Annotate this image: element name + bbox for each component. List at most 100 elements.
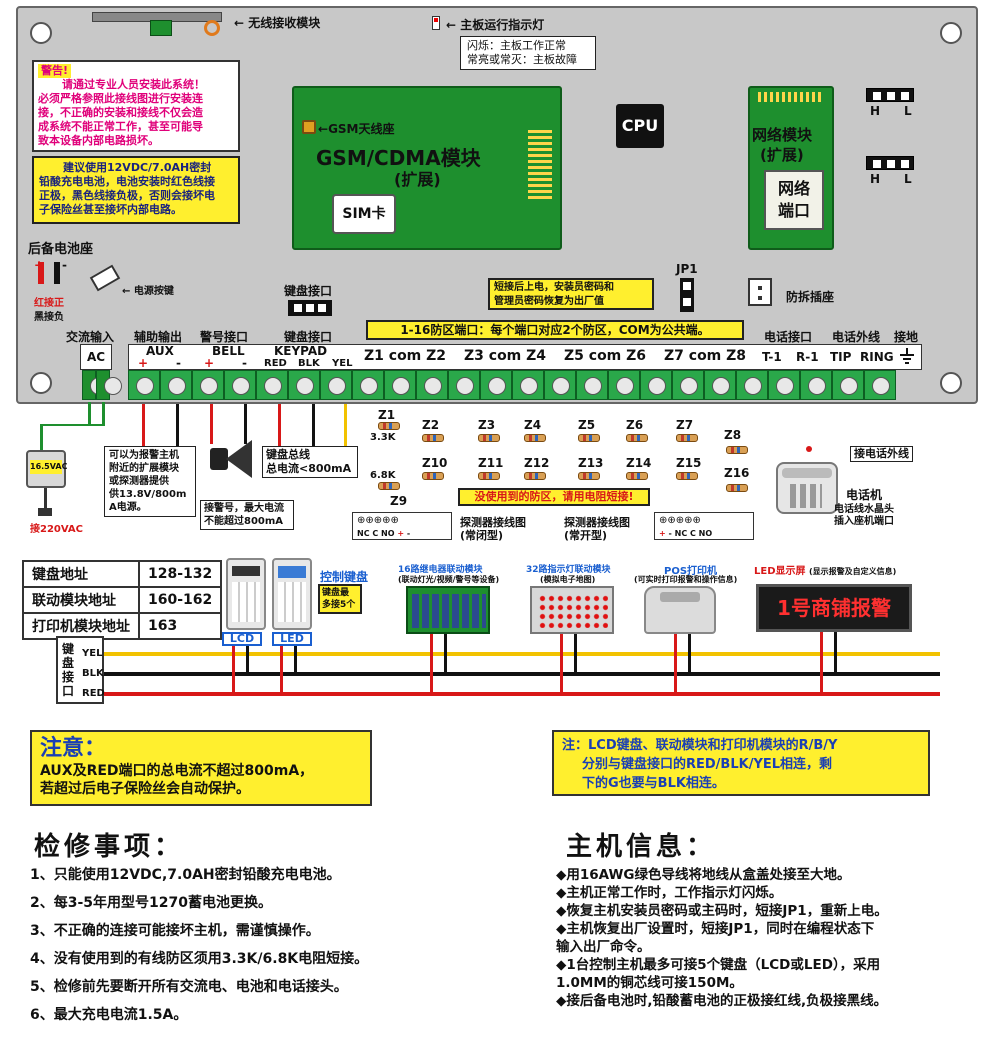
- gsm-antenna-label: ←GSM天线座: [318, 122, 395, 136]
- jumper-h-label: H: [870, 104, 881, 118]
- resistor-icon: [676, 472, 698, 480]
- zone-desc: 1-16防区端口：每个端口对应2个防区，COM为公共端。: [366, 320, 744, 340]
- zone-label: Z1: [378, 408, 396, 422]
- list-item: ◆1台控制主机最多可接5个键盘（LCD或LED），采用: [556, 957, 881, 973]
- tip-label: TIP: [830, 350, 852, 364]
- control-keypad-label: 控制键盘: [320, 570, 369, 584]
- phone-terminal: [768, 370, 800, 400]
- bus-drop: [560, 634, 563, 694]
- bell-wire: [244, 404, 247, 444]
- indicator-module-label: 32路指示灯联动模块: [526, 565, 611, 575]
- mount-hole: [30, 22, 52, 44]
- bus-drop: [294, 646, 297, 674]
- mount-hole: [940, 22, 962, 44]
- jp1-desc-line: 短接后上电，安装员密码和: [494, 282, 614, 293]
- bus-note-line: 键盘总线: [266, 448, 310, 461]
- phone-terminal: [800, 370, 832, 400]
- keypad-yel-wire: [344, 404, 347, 448]
- bus-red-wire: [104, 692, 940, 696]
- zone-resistor-area: Z1 3.3K 6.8K Z9 Z2 Z10 Z3 Z11 Z4 Z12 Z5 …: [364, 404, 754, 508]
- sim-slot: SIM卡: [332, 194, 396, 234]
- bus-yel-label: YEL: [82, 648, 103, 659]
- bell-terminal-label: BELL: [212, 344, 245, 358]
- warning-line: 成系统不能正常工作，甚至可能导: [38, 120, 203, 133]
- zone-terminal: [384, 370, 416, 400]
- list-item: 2、每3-5年用型号1270蓄电池更换。: [30, 895, 272, 911]
- keypad-port-label: 键盘接口: [284, 284, 333, 298]
- terminal-label-band: [128, 344, 922, 370]
- zone-terminal: [608, 370, 640, 400]
- list-item: 3、不正确的连接可能接坏主机，需谨慎操作。: [30, 923, 320, 939]
- bus-drop: [574, 634, 577, 674]
- ac-wire: [102, 402, 105, 426]
- zone-terminal: [672, 370, 704, 400]
- list-item: ◆用16AWG绿色导线将地线从盒盖处接至大地。: [556, 867, 851, 883]
- zone-label: Z4: [524, 418, 542, 432]
- ground-label: 接地: [894, 330, 919, 344]
- zone-group-label: Z7 com Z8: [664, 348, 747, 364]
- list-item: ◆恢复主机安装员密码或主码时，短接JP1，重新上电。: [556, 903, 888, 919]
- aux-wire: [176, 404, 179, 448]
- keypad-red-terminal: [256, 370, 288, 400]
- detector-nc-pins: NC C NO + -: [357, 529, 411, 538]
- list-item: ◆接后备电池时,铅酸蓄电池的正极接红线,负极接黑线。: [556, 993, 888, 1009]
- siren-icon: [210, 440, 254, 478]
- list-item: 1、只能使用12VDC,7.0AH密封铅酸充电电池。: [30, 867, 341, 883]
- bus-blk-label: BLK: [82, 668, 104, 679]
- warning-title: 警告!: [38, 64, 72, 78]
- keypad-max-line: 多接5个: [322, 600, 356, 610]
- detector-no-block: ⊕⊕⊕⊕⊕ + - NC C NO: [654, 512, 754, 540]
- resistor-icon: [726, 484, 748, 492]
- bus-drop: [280, 646, 283, 694]
- mount-hole: [30, 372, 52, 394]
- bell-plus-terminal: [192, 370, 224, 400]
- list-item: 输入出厂命令。: [556, 939, 651, 955]
- phone-terminal: [832, 370, 864, 400]
- bus-drop: [246, 646, 249, 674]
- led-screen-display: 1号商铺报警: [756, 584, 912, 632]
- battery-advice-line: 子保险丝甚至接坏内部电路。: [39, 203, 182, 216]
- detector-nc-label: 探测器接线图 (常闭型): [460, 516, 526, 542]
- phone-terminal: [736, 370, 768, 400]
- ground-terminal: [864, 370, 896, 400]
- battery-advice-line: 建议使用12VDC/7.0AH密封: [63, 161, 212, 174]
- battery-advice-line: 正极，黑色线接负极，否则会接坏电: [39, 189, 215, 202]
- zone-terminal: [544, 370, 576, 400]
- zone-label: Z16: [724, 466, 750, 480]
- ground-icon: [900, 348, 914, 364]
- aux-note-line: A电源。: [109, 502, 147, 513]
- resistor-icon: [524, 434, 546, 442]
- terminal-strip: [128, 370, 928, 404]
- keypad-red-label: RED: [264, 358, 287, 369]
- siren-note-line: 不能超过800mA: [204, 516, 284, 527]
- aux-plus-label: +: [138, 356, 149, 370]
- r1-label: R-1: [796, 350, 819, 364]
- resistor-icon: [626, 434, 648, 442]
- ring-label: RING: [860, 350, 894, 364]
- attention-note: 注意： AUX及RED端口的总电流不超过800mA， 若超过后电子保险丝会自动保…: [30, 730, 372, 806]
- run-led-desc-line: 闪烁：主板工作正常: [467, 39, 566, 52]
- aux-note-line: 或探测器提供: [109, 476, 169, 487]
- warning-line: 接，不正确的安装和接线不仅会造: [38, 106, 203, 119]
- zone-label: Z8: [724, 428, 742, 442]
- gsm-pin-header: [540, 130, 552, 200]
- zone-label: Z7: [676, 418, 694, 432]
- zone-label: Z5: [578, 418, 596, 432]
- bus-note: 键盘总线 总电流<800mA: [262, 446, 358, 478]
- attention-line: 若超过后电子保险丝会自动保护。: [40, 781, 250, 797]
- wireless-chip: [150, 20, 172, 36]
- note-2-line: 分别与键盘接口的RED/BLK/YEL相连，剩: [582, 757, 833, 772]
- relay-module-icon: [406, 586, 490, 634]
- keypad-red-wire: [278, 404, 281, 448]
- pos-printer-icon: [644, 586, 716, 634]
- keypad-yel-label: YEL: [332, 358, 353, 369]
- gsm-antenna-text: GSM天线座: [328, 122, 395, 136]
- ac-terminal-label: AC: [80, 344, 112, 370]
- warning-box: 警告! 请通过专业人员安装此系统！ 必须严格参照此接线图进行安装连 接，不正确的…: [32, 60, 240, 152]
- maintenance-list: 1、只能使用12VDC,7.0AH密封铅酸充电电池。 2、每3-5年用型号127…: [30, 866, 368, 1034]
- ac-input-label: 交流输入: [66, 330, 115, 344]
- resistor-icon: [422, 472, 444, 480]
- bell-minus-label: -: [242, 356, 247, 370]
- keypad-blk-wire: [312, 404, 315, 448]
